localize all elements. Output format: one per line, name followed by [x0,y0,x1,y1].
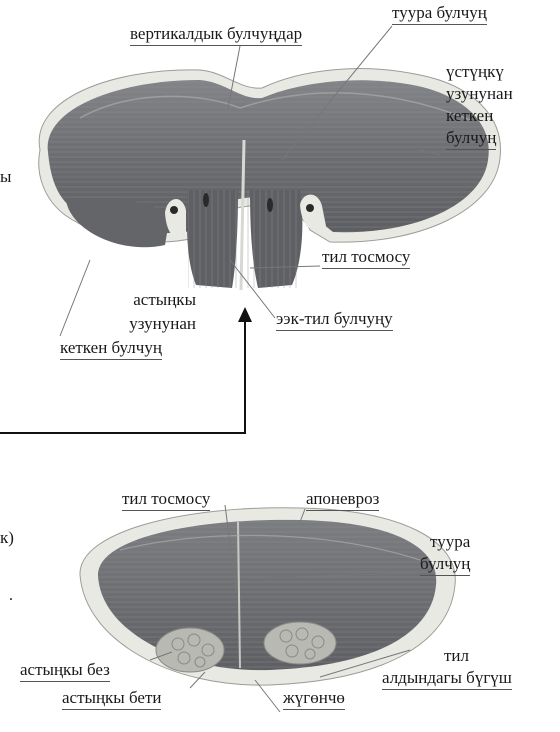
top-tongue-section [39,69,501,290]
bullet-dot: . [9,587,13,604]
label-sublingual-fold-1: тил [444,646,469,666]
label-inferior-surface: астыңкы бети [62,688,161,710]
left-vessel-2 [203,193,209,207]
label-inferior-longitudinal-1: астыңкы [100,290,196,310]
label-superior-longitudinal-3: кеткен [446,106,493,126]
label-vertical-muscles: вертикалдык булчуңдар [130,24,302,46]
label-sublingual-gland: астыңкы без [20,660,110,682]
label-lingual-septum-bottom: тил тосмосу [122,489,210,511]
label-superior-longitudinal-2: узунунан [446,84,513,104]
bottom-tongue-section [80,508,455,685]
right-vessel [306,204,314,212]
arrow-head [238,307,252,322]
label-superior-longitudinal-1: үстүңкү [446,62,504,82]
label-left-fragment-top: ы [0,167,11,187]
label-genioglossus: ээк-тил булчуңу [276,309,393,331]
right-vessel-2 [267,198,273,212]
label-transverse-muscle-bottom-2: булчуң [420,554,470,576]
label-transverse-muscle-top: туура булчуң [392,3,487,25]
label-superior-longitudinal-4: булчуң [446,128,496,150]
left-vessel [170,206,178,214]
label-sublingual-fold-2: алдындагы бүгүш [382,668,512,690]
label-aponeurosis: апоневроз [306,489,379,511]
label-lingual-septum-top: тил тосмосу [322,247,410,269]
label-frenulum: жүгөнчө [283,688,345,710]
label-inferior-longitudinal-2: узунунан [100,314,196,334]
label-inferior-longitudinal-3: кеткен булчуң [60,338,162,360]
connector-arrow [0,318,245,433]
label-left-fragment-bottom: к) [0,528,14,548]
label-transverse-muscle-bottom-1: туура [430,532,470,552]
